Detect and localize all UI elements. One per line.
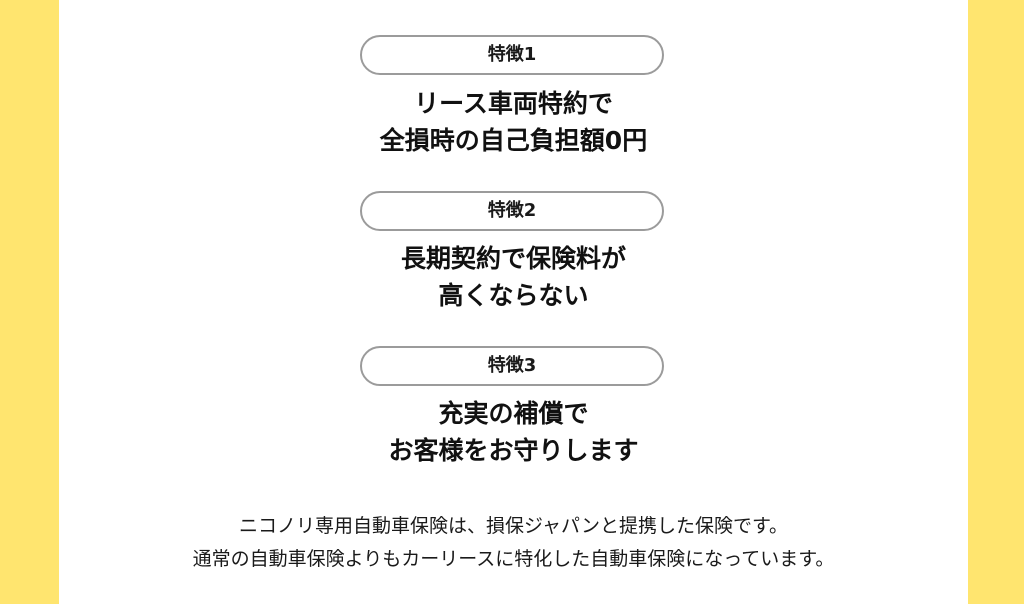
feature-3-headline: 充実の補償で お客様をお守りします [59,395,968,469]
feature-3-headline-line1: 充実の補償で [438,399,589,428]
insurance-description: ニコノリ専用自動車保険は、損保ジャパンと提携した保険です。 通常の自動車保険より… [59,510,968,576]
feature-2-headline: 長期契約で保険料が 高くならない [59,240,968,314]
feature-2-headline-line2: 高くならない [438,281,589,310]
feature-1-headline-line2: 全損時の自己負担額0円 [379,126,648,155]
feature-1-headline-line1: リース車両特約で [414,89,613,118]
feature-1-badge: 特徴1 [360,35,664,75]
feature-2-headline-line1: 長期契約で保険料が [400,244,626,273]
feature-3-badge: 特徴3 [360,346,664,386]
description-line2: 通常の自動車保険よりもカーリースに特化した自動車保険になっています。 [192,548,835,570]
description-line1: ニコノリ専用自動車保険は、損保ジャパンと提携した保険です。 [238,515,789,537]
feature-3-headline-line2: お客様をお守りします [388,436,639,465]
feature-1-headline: リース車両特約で 全損時の自己負担額0円 [59,85,968,159]
content-panel: 特徴1 リース車両特約で 全損時の自己負担額0円 特徴2 長期契約で保険料が 高… [59,0,968,604]
feature-2-badge: 特徴2 [360,191,664,231]
